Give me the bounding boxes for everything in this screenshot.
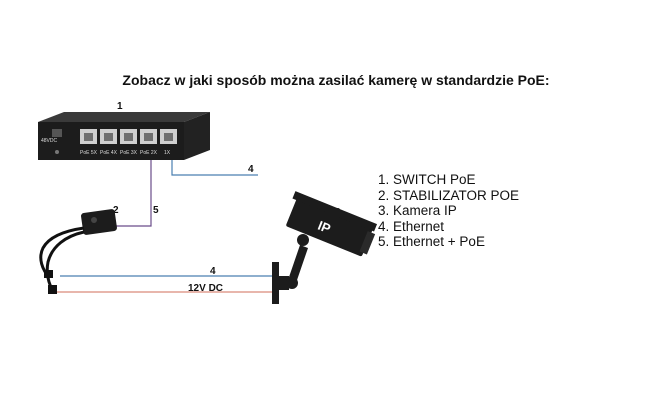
port-label-3: PoE 3X bbox=[120, 150, 138, 156]
switch-input-label: 48VDC bbox=[41, 138, 58, 144]
callout-ethernet-top: 4 bbox=[248, 164, 254, 175]
rj45-plug bbox=[44, 270, 53, 278]
legend-item-ethernet-poe: 5. Ethernet + PoE bbox=[378, 234, 485, 249]
camera-arm bbox=[288, 245, 308, 283]
switch-top bbox=[38, 112, 210, 122]
camera-mount-plate bbox=[272, 262, 279, 304]
stabilizer-body bbox=[81, 209, 117, 235]
port-label-5: PoE 5X bbox=[80, 150, 98, 156]
ip-camera: IP bbox=[272, 191, 378, 304]
callout-ethernet-poe: 5 bbox=[153, 205, 159, 216]
diagram-title: Zobacz w jaki sposób można zasilać kamer… bbox=[122, 72, 550, 88]
camera-ip-badge: IP bbox=[316, 218, 333, 237]
legend-item-ethernet: 4. Ethernet bbox=[378, 218, 445, 234]
camera-sunshield bbox=[292, 191, 378, 232]
port-label-4: PoE 4X bbox=[100, 150, 118, 156]
ethernet-cable-top bbox=[171, 160, 258, 176]
legend-item-camera: 3. Kamera IP bbox=[378, 203, 457, 218]
switch-side bbox=[184, 112, 210, 160]
callout-ethernet-bottom: 4 bbox=[210, 266, 216, 277]
dc-plug bbox=[48, 285, 57, 294]
ethernet-poe-cable bbox=[112, 160, 152, 227]
port-label-1: 1X bbox=[164, 150, 171, 156]
legend-item-switch: 1. SWITCH PoE bbox=[378, 172, 476, 187]
port-socket-4 bbox=[104, 133, 113, 141]
port-socket-5 bbox=[84, 133, 93, 141]
switch-ports bbox=[80, 129, 177, 144]
port-socket-3 bbox=[124, 133, 133, 141]
poe-stabilizer bbox=[39, 209, 117, 294]
legend-list: 1. SWITCH PoE 2. STABILIZATOR POE 3. Kam… bbox=[378, 172, 519, 250]
callout-power-cable: 12V DC bbox=[188, 283, 223, 294]
dc-jack-hole-icon bbox=[55, 150, 59, 154]
port-socket-2 bbox=[144, 133, 153, 141]
poe-switch: 48VDC PoE 5X PoE 4X PoE 3X PoE 2X 1X bbox=[38, 112, 210, 160]
camera-housing bbox=[286, 198, 373, 257]
camera-lens-ring bbox=[359, 231, 376, 255]
dc-jack-icon bbox=[52, 129, 62, 137]
stabilizer-logo-icon bbox=[91, 217, 97, 223]
port-label-2: PoE 2X bbox=[140, 150, 158, 156]
legend-item-stabilizer: 2. STABILIZATOR POE bbox=[378, 187, 520, 203]
stabilizer-lead-cable-2 bbox=[45, 230, 85, 293]
cables bbox=[56, 160, 272, 293]
port-socket-1 bbox=[164, 133, 173, 141]
callout-stabilizer: 2 bbox=[113, 205, 119, 216]
camera-mount-base bbox=[279, 276, 289, 290]
callout-switch: 1 bbox=[117, 101, 123, 112]
camera-arm-joint bbox=[297, 234, 309, 246]
